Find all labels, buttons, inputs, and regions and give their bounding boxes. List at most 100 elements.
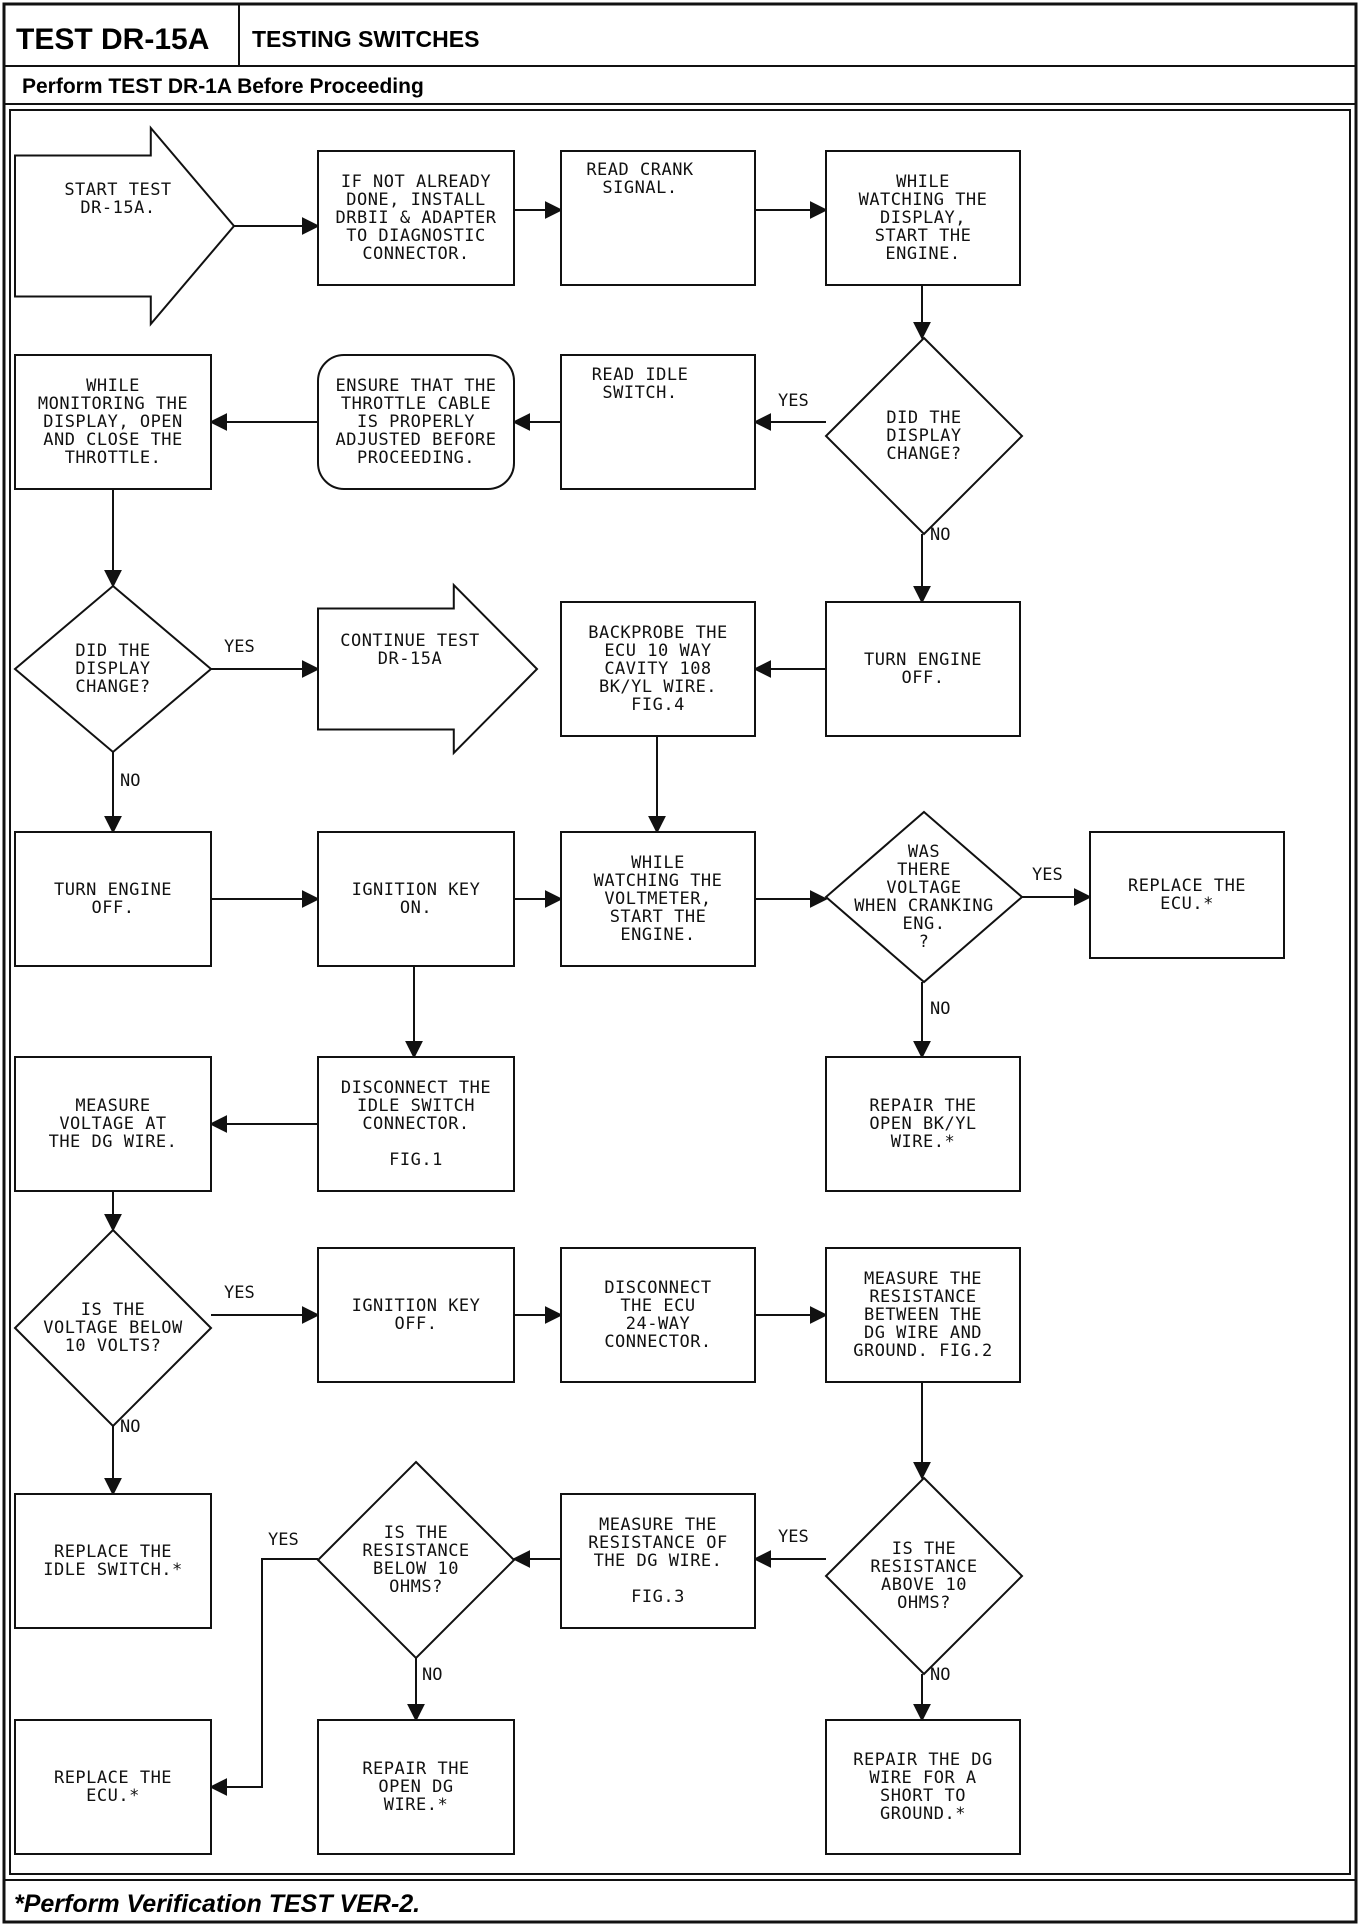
- node-text-line: THE DG WIRE.: [594, 1551, 723, 1571]
- node-text-line: GROUND.*: [880, 1804, 966, 1824]
- process-box: [1089, 831, 1285, 959]
- edge-label-no: NO: [422, 1665, 442, 1685]
- node-text-line: START TEST: [64, 180, 171, 200]
- edge-label-yes: YES: [778, 1527, 809, 1547]
- node-text-line: DONE, INSTALL: [346, 190, 486, 210]
- node-text-line: WIRE FOR A: [869, 1768, 976, 1788]
- decision-diamond: [13, 1228, 213, 1428]
- node-text-line: WHILE: [631, 853, 685, 873]
- node-text-line: OPEN DG: [378, 1777, 453, 1797]
- process-box: [317, 1056, 515, 1192]
- process-box: [560, 1493, 756, 1629]
- process-box: [14, 354, 212, 490]
- node-text-line: REPAIR THE: [362, 1759, 469, 1779]
- decision-diamond: [824, 336, 1024, 536]
- node-text-line: VOLTMETER,: [604, 889, 711, 909]
- node-text-line: DG WIRE AND: [864, 1323, 982, 1343]
- rounded-box: [317, 354, 515, 490]
- edge-label-no: NO: [120, 1417, 140, 1437]
- node-text-line: RESISTANCE: [362, 1541, 469, 1561]
- diagram-frame: [9, 109, 1351, 1875]
- edge-label-no: NO: [120, 771, 140, 791]
- decision-diamond: [824, 1476, 1024, 1676]
- node-text-line: IS THE: [384, 1523, 448, 1543]
- node-text-line: OFF.: [92, 898, 135, 918]
- node-text-line: IS THE: [81, 1300, 145, 1320]
- node-text-line: MEASURE THE: [864, 1269, 982, 1289]
- node-text-line: FIG.1: [389, 1150, 443, 1170]
- process-box: [560, 601, 756, 737]
- node-text-line: THROTTLE CABLE: [341, 394, 491, 414]
- node-text-line: IGNITION KEY: [352, 880, 481, 900]
- node-text-line: DISPLAY: [75, 659, 150, 679]
- edge-label-yes: YES: [1032, 865, 1063, 885]
- node-text-line: OPEN BK/YL: [869, 1114, 976, 1134]
- node-text-line: CONTINUE TEST: [340, 631, 480, 651]
- node-text-line: PROCEEDING.: [357, 448, 475, 468]
- flow-arrow: [209, 1558, 318, 1796]
- node-text-line: OHMS?: [897, 1593, 951, 1613]
- node-text-line: 24-WAY: [626, 1314, 690, 1334]
- node-text-line: ENG.: [903, 914, 946, 934]
- node-text-line: ADJUSTED BEFORE: [335, 430, 496, 450]
- node-text-line: TO DIAGNOSTIC: [346, 226, 486, 246]
- node-text-line: SHORT TO: [880, 1786, 966, 1806]
- node-text-line: RESISTANCE: [869, 1287, 976, 1307]
- process-box: [825, 601, 1021, 737]
- node-text-line: RESISTANCE: [870, 1557, 977, 1577]
- node-text-line: IS THE: [892, 1539, 956, 1559]
- node-text-line: ECU 10 WAY: [604, 641, 711, 661]
- decision-diamond: [13, 584, 213, 754]
- process-box: [560, 831, 756, 967]
- node-text-line: CONNECTOR.: [604, 1332, 711, 1352]
- node-text-line: REPLACE THE: [1128, 876, 1246, 896]
- node-text-line: WATCHING THE: [594, 871, 723, 891]
- node-text-line: THE DG WIRE.: [49, 1132, 178, 1152]
- footer-note: *Perform Verification TEST VER-2.: [14, 1890, 420, 1918]
- node-text-line: READ CRANK: [586, 160, 694, 180]
- node-text-line: DID THE: [75, 641, 150, 661]
- test-id: TEST DR-15A: [16, 23, 209, 56]
- process-box: [560, 150, 756, 286]
- node-text-line: ENSURE THAT THE: [335, 376, 496, 396]
- node-text-line: TURN ENGINE: [54, 880, 172, 900]
- node-text-line: READ IDLE: [592, 365, 689, 385]
- node-text-line: ABOVE 10: [881, 1575, 967, 1595]
- edge-label-yes: YES: [268, 1530, 299, 1550]
- page-title: TESTING SWITCHES: [252, 26, 479, 52]
- node-text-line: REPAIR THE: [869, 1096, 976, 1116]
- node-text-line: SIGNAL.: [602, 178, 677, 198]
- process-box: [560, 1247, 756, 1383]
- process-box: [825, 1247, 1021, 1383]
- node-text-line: IDLE SWITCH: [357, 1096, 475, 1116]
- node-text-line: DR-15A.: [80, 198, 155, 218]
- process-box: [317, 150, 515, 286]
- node-text-line: ?: [919, 932, 930, 952]
- edges-layer: [104, 201, 1092, 1796]
- node-text-line: CAVITY 108: [604, 659, 711, 679]
- node-text-line: THE ECU: [620, 1296, 695, 1316]
- node-text-line: WHILE: [86, 376, 140, 396]
- node-text-line: ECU.*: [86, 1786, 140, 1806]
- node-text-line: DID THE: [886, 408, 961, 428]
- node-text-line: IS PROPERLY: [357, 412, 475, 432]
- node-text-line: WAS: [908, 842, 940, 862]
- node-text-line: OFF.: [902, 668, 945, 688]
